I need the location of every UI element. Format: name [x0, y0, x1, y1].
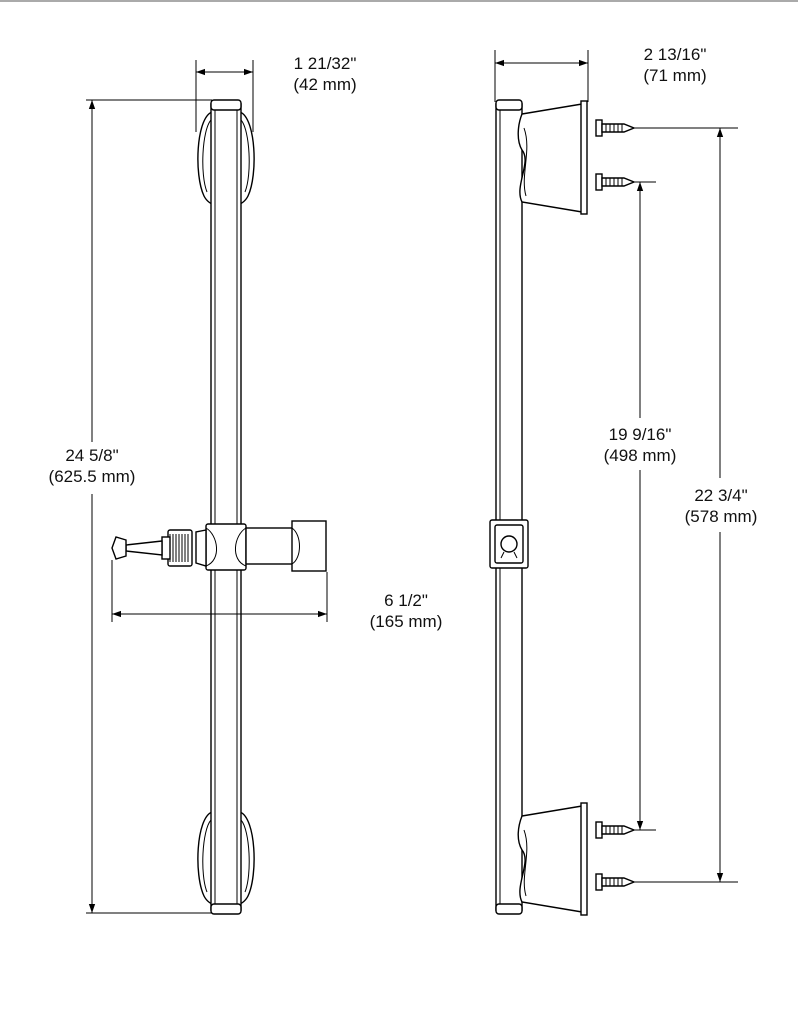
label-front-bar-width-imperial: 1 21/32" — [293, 54, 357, 73]
front-bar-top-cap — [210, 99, 242, 111]
dim-side-depth — [494, 50, 589, 102]
dim-slider-reach — [111, 560, 328, 622]
label-slider-reach: 6 1/2" (165 mm) — [350, 590, 462, 632]
dim-mount-outer-span — [634, 127, 738, 883]
side-view — [489, 50, 738, 916]
front-lower-bracket — [197, 810, 255, 906]
side-bar-bottom-cap — [495, 903, 523, 915]
front-view — [86, 60, 328, 915]
label-mount-inner-span-metric: (498 mm) — [603, 446, 677, 465]
label-side-depth-imperial: 2 13/16" — [643, 45, 707, 64]
side-slider — [489, 519, 529, 569]
label-mount-inner-span-imperial: 19 9/16" — [608, 425, 672, 444]
side-bar-top-cap — [495, 99, 523, 111]
label-slider-reach-imperial: 6 1/2" — [384, 591, 428, 610]
label-front-overall-height-imperial: 24 5/8" — [65, 446, 119, 465]
side-lower-screw-1 — [595, 821, 636, 839]
side-lower-bracket — [517, 802, 636, 916]
dim-mount-inner-span — [634, 181, 656, 831]
label-side-depth: 2 13/16" (71 mm) — [620, 44, 730, 86]
label-front-overall-height-metric: (625.5 mm) — [48, 467, 136, 486]
front-upper-bracket — [197, 110, 255, 206]
label-side-depth-metric: (71 mm) — [643, 66, 707, 85]
label-front-overall-height: 24 5/8" (625.5 mm) — [28, 445, 156, 487]
front-slider — [111, 520, 327, 572]
dim-front-bar-width — [195, 60, 254, 132]
side-upper-bracket — [517, 100, 636, 215]
front-slider-lever — [125, 540, 163, 556]
label-mount-outer-span-imperial: 22 3/4" — [694, 486, 748, 505]
front-bar — [210, 103, 242, 911]
dim-front-overall-height — [86, 99, 212, 914]
label-mount-outer-span-metric: (578 mm) — [684, 507, 758, 526]
front-bar-bottom-cap — [210, 903, 242, 915]
label-front-bar-width: 1 21/32" (42 mm) — [270, 53, 380, 95]
label-mount-outer-span: 22 3/4" (578 mm) — [668, 485, 774, 527]
label-mount-inner-span: 19 9/16" (498 mm) — [586, 424, 694, 466]
side-upper-screw-1 — [595, 119, 636, 137]
label-front-bar-width-metric: (42 mm) — [293, 75, 357, 94]
label-slider-reach-metric: (165 mm) — [369, 612, 443, 631]
side-upper-screw-2 — [595, 173, 636, 191]
side-lower-screw-2 — [595, 873, 636, 891]
